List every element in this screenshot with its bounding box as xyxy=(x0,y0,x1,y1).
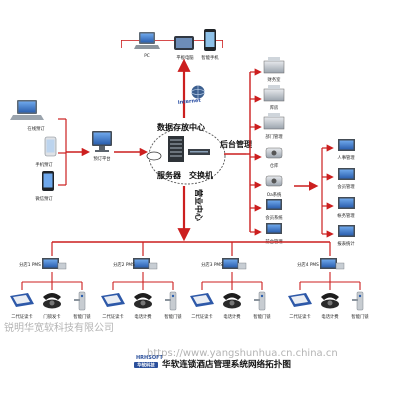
telephone-icon xyxy=(43,293,61,309)
smart-lock-icon xyxy=(254,291,266,311)
printer-icon xyxy=(263,113,285,130)
telephone-icon xyxy=(134,293,152,309)
telephone-icon xyxy=(321,293,339,309)
laptop-icon xyxy=(10,100,44,120)
company-logo: HRHSOFT 华软科技 xyxy=(134,355,163,369)
label-branch-3: 分店3 PMS xyxy=(201,261,223,268)
id-card-reader-icon xyxy=(101,293,125,307)
label-finance: 财务室 xyxy=(268,76,282,83)
monitor-icon xyxy=(266,223,282,234)
globe-icon xyxy=(191,85,205,99)
smart-lock-icon xyxy=(74,291,86,311)
logo-top: HRHSOFT xyxy=(136,355,163,361)
bottom-device-label: 智能门锁 xyxy=(164,313,182,320)
left-clients: 在线预订 手机预订 微信预订 预订平台 xyxy=(10,100,149,202)
printer-icon xyxy=(263,57,285,74)
phone-icon xyxy=(265,175,283,187)
label-branch-1: 分店1 PMS xyxy=(19,261,41,268)
logo-bottom: 华软科技 xyxy=(137,362,155,369)
tablet-icon xyxy=(174,36,194,50)
label-switch: 交换机 xyxy=(189,170,213,180)
label-store-system: 会员系统 xyxy=(265,214,283,221)
label-member: 会员管理 xyxy=(337,183,355,190)
switch-icon xyxy=(188,149,210,155)
datacenter-ellipse xyxy=(148,127,226,185)
top-bracket-line xyxy=(121,40,223,41)
id-card-reader-icon xyxy=(288,293,312,307)
business-center: 营业中心 xyxy=(52,186,330,243)
backoffice: 后台管理 财务室 库房 部门管理 仓库 Oa系统 会员系统 前台管理 xyxy=(220,57,355,247)
monitor-icon xyxy=(338,225,355,237)
bottom-devices: 二代证读卡 门锁发卡 智能门锁 二代证读卡 电话计费 智能门锁 二代证读卡 电话计费 智能门锁 二… xyxy=(10,291,369,320)
top-bracket-right xyxy=(222,40,223,48)
smartphone-icon xyxy=(204,29,216,51)
bottom-device-label: 智能门锁 xyxy=(73,313,91,320)
monitor-icon xyxy=(92,131,112,152)
bottom-device-label: 电话计费 xyxy=(223,313,241,320)
phone-icon xyxy=(265,147,283,159)
monitor-icon xyxy=(338,168,355,180)
label-wechat-booking: 微信预订 xyxy=(35,195,53,202)
branches: 分店1 PMS 分店2 PMS 分店3 PMS 分店4 PMS xyxy=(19,242,361,290)
bottom-device-label: 二代证读卡 xyxy=(11,313,33,320)
branch-pms-icon xyxy=(42,258,67,270)
label-account: 帐务管理 xyxy=(337,212,355,219)
watermark-url: https://www.yangshunhua.cn.china.cn xyxy=(147,348,338,359)
wechat-phone-icon xyxy=(42,171,54,191)
label-dept-manager: 部门管理 xyxy=(265,133,283,140)
bottom-device-label: 二代证读卡 xyxy=(102,313,124,320)
label-backoffice: 后台管理 xyxy=(220,139,252,149)
top-clients: PC 平板电脑 智能手机 Internet xyxy=(121,29,223,118)
id-card-reader-icon xyxy=(190,293,214,307)
bottom-device-label: 电话计费 xyxy=(134,313,152,320)
smart-lock-icon xyxy=(352,291,364,311)
label-booking-platform: 预订平台 xyxy=(93,155,110,162)
label-internet: Internet xyxy=(178,98,202,106)
label-smartphone: 智能手机 xyxy=(201,54,219,61)
data-center: 数据存放中心 服务器 交换机 xyxy=(146,122,226,185)
bottom-device-label: 二代证读卡 xyxy=(289,313,311,320)
cloud-icon xyxy=(146,151,162,161)
mobile-phone-icon xyxy=(44,136,57,157)
branch-pms-icon xyxy=(133,258,158,270)
bottom-device-label: 智能门锁 xyxy=(351,313,369,320)
label-inventory: 库房 xyxy=(270,104,279,111)
telephone-icon xyxy=(223,293,241,309)
footer: HRHSOFT 华软科技 华软连锁酒店管理系统网络拓扑图 xyxy=(134,355,291,370)
id-card-reader-icon xyxy=(10,293,34,307)
watermark-left: 锐明华宽软科技有限公司 xyxy=(4,321,114,334)
label-phone-booking: 手机预订 xyxy=(35,161,53,168)
label-server: 服务器 xyxy=(157,170,182,180)
laptop-icon xyxy=(134,32,160,49)
label-pc: PC xyxy=(144,53,150,59)
label-warehouse: 仓库 xyxy=(270,162,279,169)
smart-lock-icon xyxy=(165,291,177,311)
server-icon xyxy=(168,136,184,162)
label-reports: 报表统计 xyxy=(337,240,355,247)
bottom-device-label: 门锁发卡 xyxy=(43,313,61,320)
monitor-icon xyxy=(266,199,282,210)
label-business-center: 营业中心 xyxy=(194,189,204,221)
diagram-title: 华软连锁酒店管理系统网络拓扑图 xyxy=(162,358,291,370)
label-data-center: 数据存放中心 xyxy=(157,122,205,132)
branch-pms-icon xyxy=(320,258,345,270)
bottom-device-label: 二代证读卡 xyxy=(191,313,213,320)
top-bracket-left xyxy=(121,40,122,48)
label-hr: 人事管理 xyxy=(337,154,355,161)
monitor-icon xyxy=(338,197,355,209)
label-oa: Oa系统 xyxy=(267,191,282,198)
branch-pms-icon xyxy=(222,258,247,270)
label-branch-2: 分店2 PMS xyxy=(113,261,135,268)
printer-icon xyxy=(263,85,285,102)
label-branch-4: 分店4 PMS xyxy=(297,261,319,268)
bottom-device-label: 电话计费 xyxy=(321,313,339,320)
bottom-device-label: 智能门锁 xyxy=(253,313,271,320)
label-online-booking: 在线预订 xyxy=(27,125,45,132)
label-tablet: 平板电脑 xyxy=(176,54,194,61)
monitor-icon xyxy=(338,139,355,151)
